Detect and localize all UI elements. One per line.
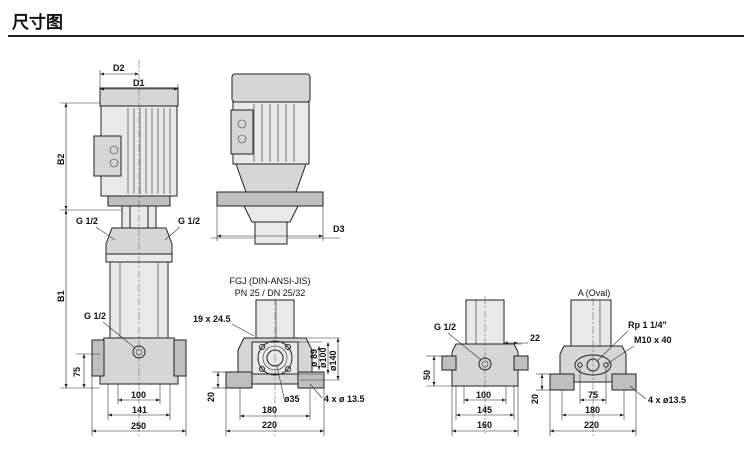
oval-a-rp-label: Rp 1 1/4" (628, 320, 667, 330)
oval-l-port-right (513, 355, 529, 371)
motor-fins (127, 108, 171, 194)
title-rule (8, 35, 744, 37)
side-lantern (243, 205, 299, 223)
side-motor-fins (253, 104, 295, 162)
oval-l-w22: 22 (530, 333, 540, 343)
page-title: 尺寸图 (12, 13, 63, 32)
label-g-low: G 1/2 (84, 311, 106, 321)
oval-a-foot-left (549, 373, 575, 391)
inlet-flange (91, 339, 105, 377)
header: 尺寸图 (8, 4, 744, 38)
oval-view-left: G 1/2 22 50 100 145 160 (422, 296, 540, 436)
terminal-box (93, 135, 122, 177)
oval-a-h20: 20 (530, 394, 540, 404)
outlet-flange (173, 339, 187, 377)
side-terminal-box (230, 109, 254, 155)
oval-l-w145: 145 (477, 405, 492, 415)
side-shaft-housing (254, 221, 288, 245)
label-g-right: G 1/2 (178, 216, 200, 226)
fgj-w220: 220 (262, 420, 277, 430)
fgj-w180: 180 (262, 405, 277, 415)
oval-a-barrel (570, 299, 612, 347)
oval-a-title: A (Oval) (578, 288, 611, 298)
cable-gland-lower (109, 158, 119, 168)
oval-a-m10-label: M10 x 40 (634, 335, 672, 345)
fgj-d140: ø140 (328, 350, 338, 371)
fgj-d89: ø 89 (309, 349, 319, 367)
side-cable-gland-upper (237, 119, 247, 129)
fgj-d100: ø100 (318, 347, 328, 368)
label-d3: D3 (333, 224, 345, 234)
dim-h75: 75 (72, 367, 82, 377)
label-b2: B2 (56, 153, 66, 165)
side-motor-top (231, 73, 311, 103)
label-g-left: G 1/2 (76, 216, 98, 226)
fgj-holes: 4 x ø 13.5 (324, 394, 365, 404)
dimension-drawing: D2 D1 B2 B1 G 1/2 G 1/2 G 1/2 75 100 141… (56, 60, 686, 436)
cable-gland-upper (109, 145, 119, 155)
side-cable-gland-lower (237, 134, 247, 144)
side-bracket (235, 163, 307, 193)
oval-a-w180: 180 (585, 405, 600, 415)
dim-w141: 141 (132, 405, 147, 415)
oval-view-a: A (Oval) Rp 1 1/4" M10 x 40 20 75 180 4 … (530, 288, 686, 436)
label-d2: D2 (113, 63, 125, 73)
label-b1: B1 (56, 290, 66, 302)
fgj-slot-label: 19 x 24.5 (193, 314, 231, 324)
fgj-h20: 20 (206, 392, 216, 402)
side-flange-plate (216, 191, 324, 207)
oval-l-g-label: G 1/2 (434, 322, 456, 332)
oval-l-port-left (441, 355, 457, 371)
oval-a-w75: 75 (588, 390, 598, 400)
label-d1: D1 (133, 78, 145, 88)
dim-w250: 250 (131, 421, 146, 431)
front-view (91, 60, 187, 436)
fgj-title-2: PN 25 / DN 25/32 (235, 288, 306, 298)
side-view: D3 (211, 73, 345, 245)
fgj-d35: ø35 (284, 394, 300, 404)
front-dimensions: D2 D1 B2 B1 G 1/2 G 1/2 G 1/2 75 100 141… (56, 63, 200, 436)
oval-l-base (451, 343, 519, 387)
dim-w100: 100 (131, 390, 146, 400)
oval-l-h50: 50 (422, 370, 432, 380)
oval-a-w220: 220 (584, 420, 599, 430)
oval-a-holes: 4 x ø13.5 (648, 395, 686, 405)
oval-l-w160: 160 (477, 420, 492, 430)
fgj-title-1: FGJ (DIN-ANSI-JIS) (230, 276, 311, 286)
fgj-foot-left (225, 371, 253, 389)
fgj-view: FGJ (DIN-ANSI-JIS) PN 25 / DN 25/32 19 x… (193, 276, 365, 436)
oval-l-w100: 100 (476, 390, 491, 400)
